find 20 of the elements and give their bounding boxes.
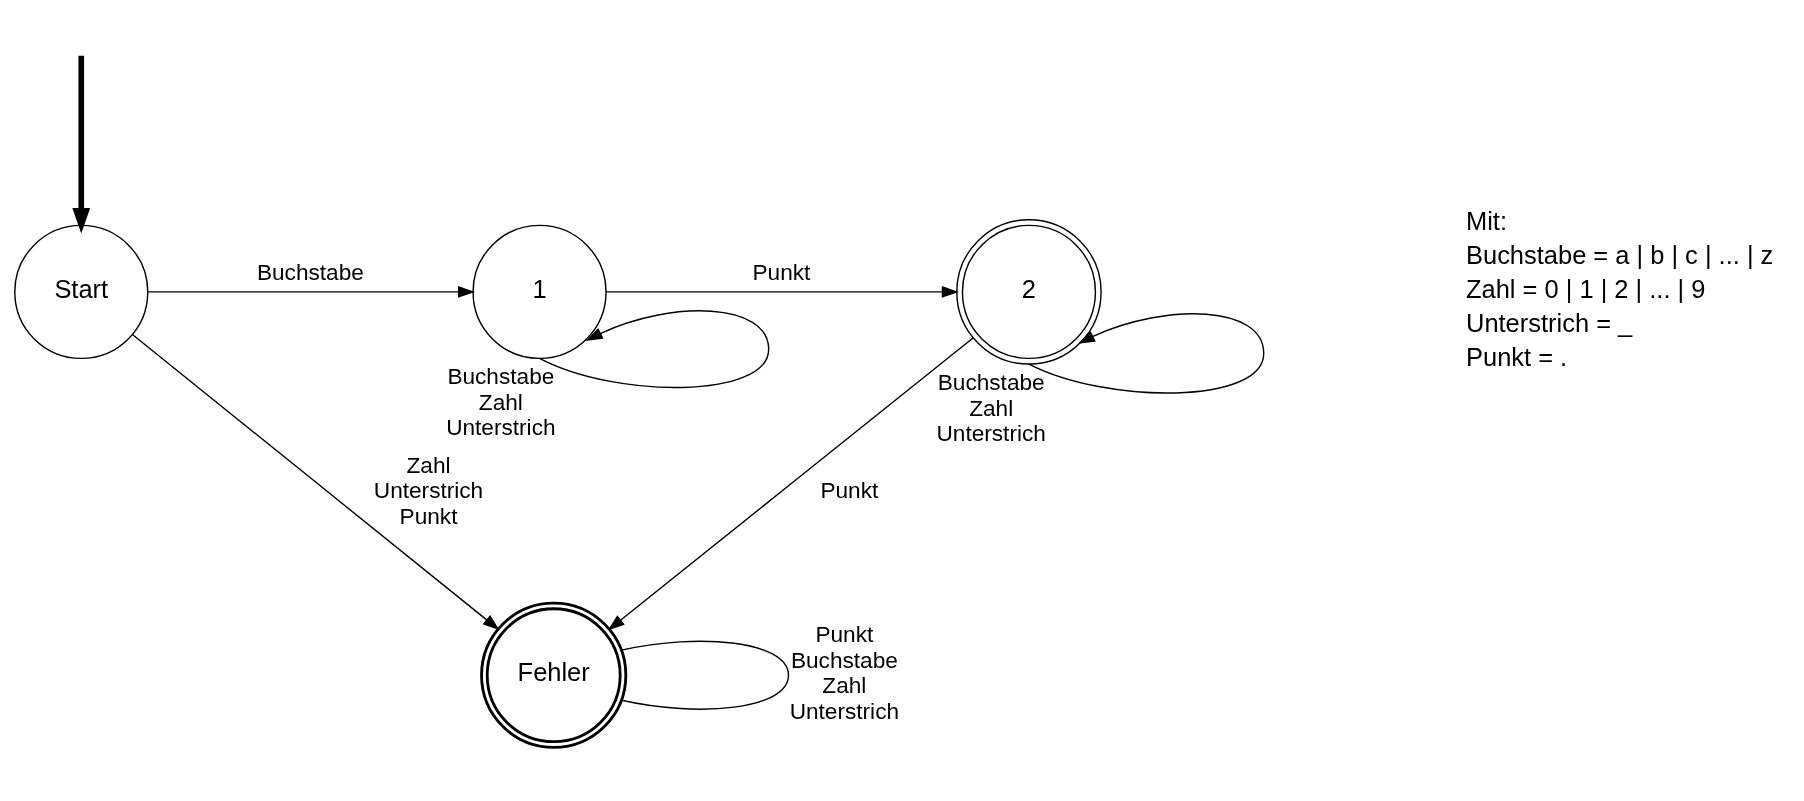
edge-label: Buchstabe Zahl Unterstrich	[936, 369, 1046, 446]
label: Zahl = 0 | 1 | 2 | ... | 9	[1466, 274, 1706, 303]
edge-label: Zahl Unterstrich Punkt	[373, 452, 484, 529]
arrow	[147, 285, 475, 298]
edge-label: Punkt Buchstabe Zahl Unterstrich	[789, 621, 900, 724]
connector	[620, 640, 790, 710]
label: Buchstabe = a | b | c | ... | z	[1466, 240, 1774, 269]
label: Mit:	[1466, 206, 1508, 235]
label: Unterstrich = _	[1466, 308, 1633, 337]
edge-label: Punkt	[820, 477, 879, 503]
edge-label: Buchstabe Zahl Unterstrich	[446, 363, 556, 440]
edge-label: Punkt	[752, 259, 811, 285]
node-circle: Start	[14, 224, 149, 359]
arrow	[72, 55, 91, 234]
label: Punkt = .	[1466, 342, 1568, 371]
arrow	[605, 285, 959, 298]
edge-label: Buchstabe	[256, 259, 364, 285]
node-circle: 2	[956, 218, 1102, 365]
arrow	[607, 336, 974, 631]
arrow	[132, 333, 500, 630]
